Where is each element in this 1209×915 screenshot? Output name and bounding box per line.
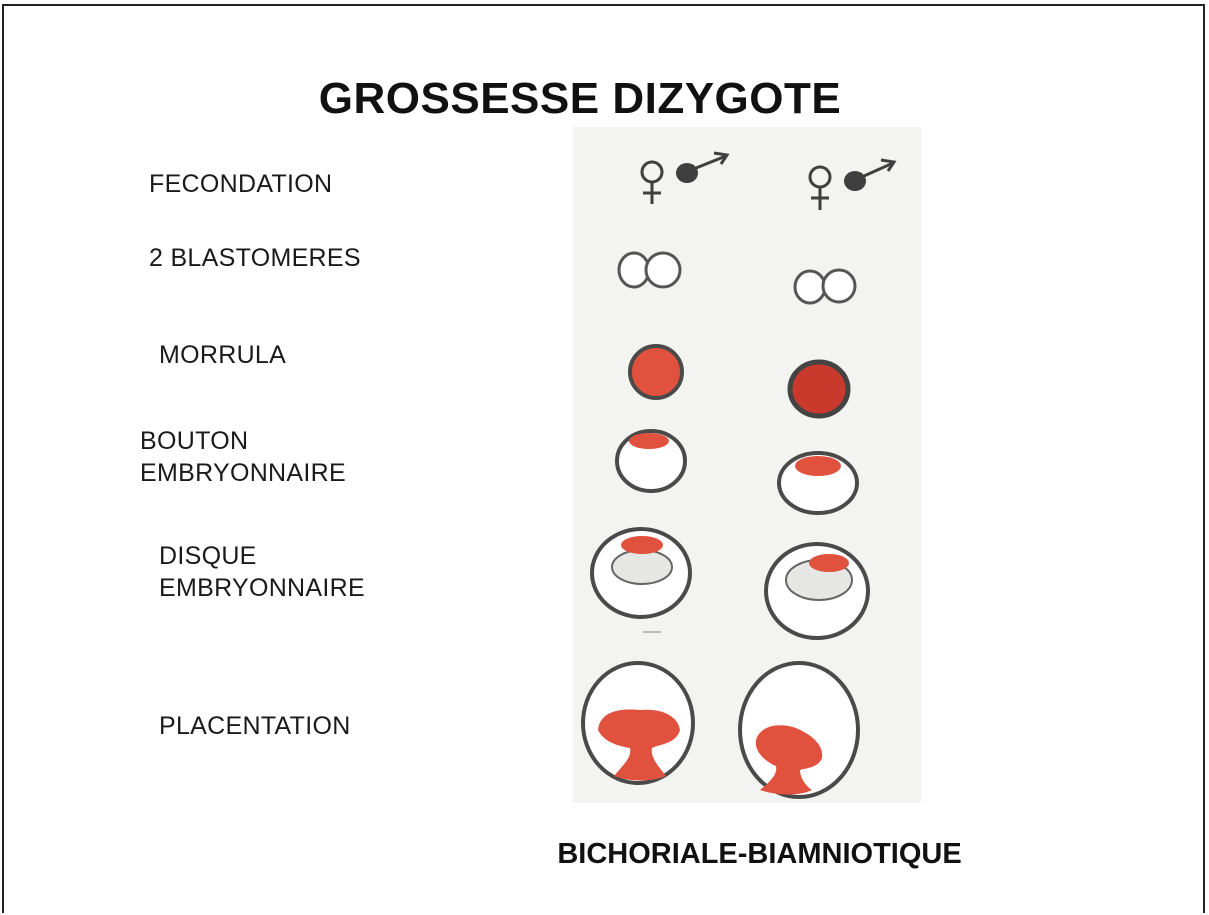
female-symbol-icon [810, 167, 830, 210]
fecondation-twin-2 [810, 160, 894, 210]
male-symbol-icon [676, 153, 727, 183]
fecondation-twin-1 [642, 153, 727, 204]
morrula-twin-2 [790, 362, 848, 416]
blastomeres-twin-2 [795, 270, 855, 303]
placentation-twin-2 [740, 663, 858, 797]
blastomeres-twin-1 [619, 253, 680, 287]
bouton-embryonnaire-twin-2 [779, 453, 857, 513]
bouton-embryonnaire-twin-1 [617, 431, 685, 491]
female-symbol-icon [642, 162, 662, 204]
disque-embryonnaire-twin-2 [766, 544, 868, 638]
morrula-twin-1 [630, 346, 682, 398]
placentation-twin-1 [583, 663, 693, 783]
classification-label: BICHORIALE-BIAMNIOTIQUE [0, 838, 1209, 871]
male-symbol-icon [844, 160, 894, 191]
disque-embryonnaire-twin-1 [592, 529, 690, 617]
